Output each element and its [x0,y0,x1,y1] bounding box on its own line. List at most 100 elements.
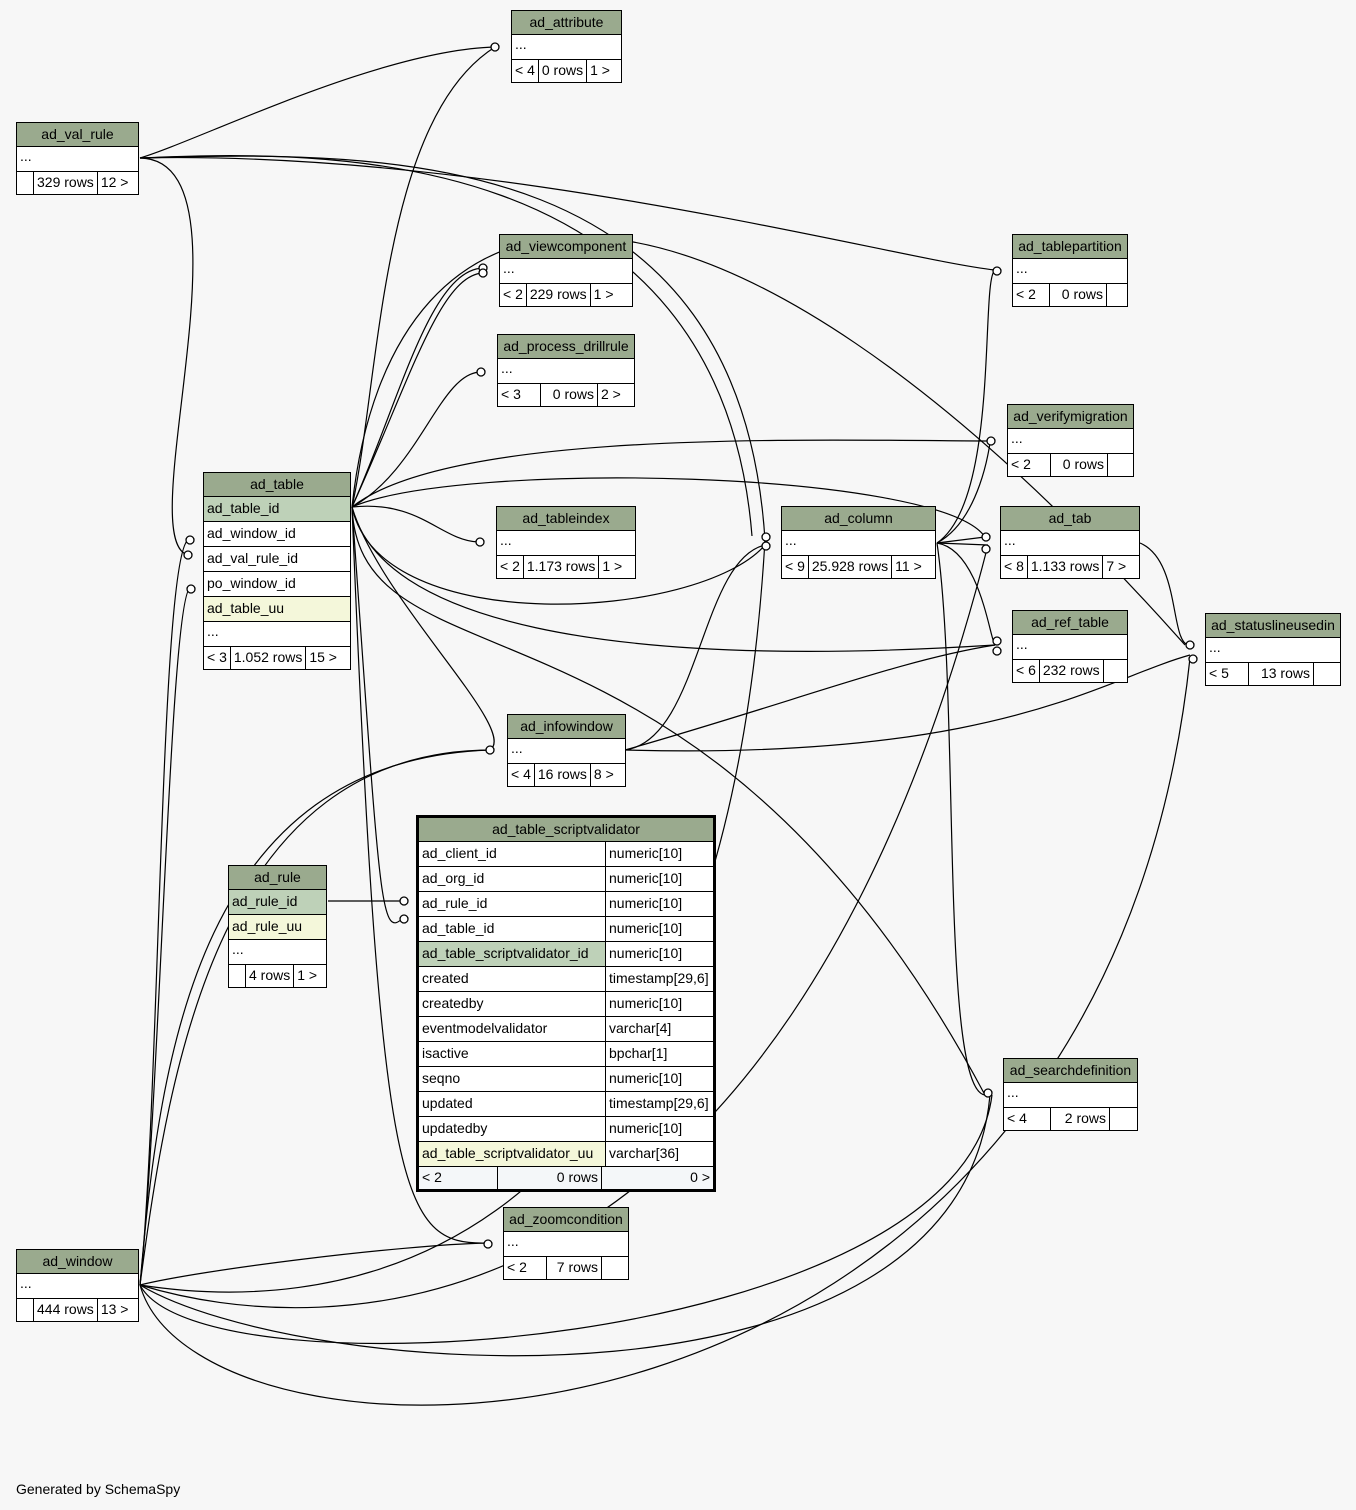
column-row: ... [17,147,138,172]
row-count: 0 rows [1051,454,1108,476]
children-count: 1 > [297,967,318,983]
credit-text: Generated by SchemaSpy [16,1481,181,1497]
children-count: 15 > [309,649,337,665]
parents-count: < 4 [508,764,535,786]
parents-count: < 5 [1206,663,1249,685]
table-ad-searchdefinition[interactable]: ad_searchdefinition ... < 4 2 rows [1003,1058,1138,1131]
children-count: 11 > [895,558,922,574]
column-ad-window-id: ad_window_id [204,522,350,547]
column-row: ... [498,359,634,384]
table-name: ad_tablepartition [1013,235,1127,259]
parents-count: < 9 [782,556,809,578]
table-ad-infowindow[interactable]: ad_infowindow ... < 4 16 rows 8 > [507,714,626,787]
children-count: 2 > [601,386,621,402]
column-ad-val-rule-id: ad_val_rule_id [204,547,350,572]
table-ad-rule[interactable]: ad_rule ad_rule_id ad_rule_uu ... 4 rows… [228,865,327,988]
table-footer: < 8 1.133 rows 7 > [1001,556,1139,578]
children-count: 1 > [593,286,614,302]
table-footer: < 2 0 rows [1008,454,1133,476]
table-footer: < 2 0 rows 0 > [419,1167,713,1189]
table-ad-statuslineusedin[interactable]: ad_statuslineusedin ... < 5 13 rows [1205,613,1341,686]
column-row: ... [17,1274,138,1299]
table-footer: 444 rows 13 > [17,1299,138,1321]
table-footer: < 3 0 rows 2 > [498,384,634,406]
table-ad-tableindex[interactable]: ad_tableindex ... < 2 1.173 rows 1 > [496,506,636,579]
children-count: 1 > [602,558,623,574]
children-count: 13 > [100,1301,129,1317]
parents-count [229,965,246,987]
table-ad-val-rule[interactable]: ad_val_rule ... 329 rows 12 > [16,122,139,195]
table-name: ad_process_drillrule [498,335,634,359]
row-count: 25.928 rows [809,556,893,578]
parents-count: < 8 [1001,556,1028,578]
table-name: ad_rule [229,866,326,890]
table-name: ad_table [204,473,350,497]
table-footer: < 2 229 rows 1 > [500,284,632,306]
column-row: ... [504,1232,628,1257]
row-count: 0 rows [539,60,588,82]
table-name: ad_val_rule [17,123,138,147]
table-footer: < 4 0 rows 1 > [512,60,621,82]
table-footer: < 9 25.928 rows 11 > [782,556,935,578]
parents-count: < 2 [1008,454,1051,476]
parents-count: < 6 [1013,660,1040,682]
table-ad-viewcomponent[interactable]: ad_viewcomponent ... < 2 229 rows 1 > [499,234,633,307]
parents-count: < 3 [204,647,231,669]
row-count: 1.133 rows [1028,556,1104,578]
children-count: 0 > [690,1169,710,1185]
row-count: 232 rows [1040,660,1104,682]
table-ad-column[interactable]: ad_column ... < 9 25.928 rows 11 > [781,506,936,579]
table-ad-verifymigration[interactable]: ad_verifymigration ... < 2 0 rows [1007,404,1134,477]
parents-count [17,1299,34,1321]
table-name: ad_window [17,1250,138,1274]
table-footer: < 3 1.052 rows 15 > [204,647,350,669]
row-count: 329 rows [34,172,98,194]
table-footer: 329 rows 12 > [17,172,138,194]
table-name: ad_attribute [512,11,621,35]
row-count: 13 rows [1249,663,1314,685]
table-footer: < 2 1.173 rows 1 > [497,556,635,578]
column-ad-rule-id: ad_rule_id [229,890,326,915]
parents-count: < 3 [498,384,541,406]
row-count: 2 rows [1051,1108,1110,1130]
row-count: 229 rows [527,284,591,306]
column-row: ... [782,531,935,556]
children-count: 8 > [593,766,614,782]
column-ad-table-uu: ad_table_uu [204,597,350,622]
table-footer: < 4 16 rows 8 > [508,764,625,786]
parents-count: < 2 [419,1167,498,1189]
table-footer: < 2 7 rows [504,1257,628,1279]
table-ad-process-drillrule[interactable]: ad_process_drillrule ... < 3 0 rows 2 > [497,334,635,407]
table-ad-zoomcondition[interactable]: ad_zoomcondition ... < 2 7 rows [503,1207,629,1280]
column-row: ... [1206,638,1340,663]
table-name: ad_viewcomponent [500,235,632,259]
table-name: ad_statuslineusedin [1206,614,1340,638]
table-name: ad_infowindow [508,715,625,739]
table-ad-tablepartition[interactable]: ad_tablepartition ... < 2 0 rows [1012,234,1128,307]
children-count: 12 > [100,174,129,190]
table-ad-window[interactable]: ad_window ... 444 rows 13 > [16,1249,139,1322]
column-ad-table-id: ad_table_id [204,497,350,522]
parents-count: < 4 [1004,1108,1051,1130]
table-ad-tab[interactable]: ad_tab ... < 8 1.133 rows 7 > [1000,506,1140,579]
table-footer: < 2 0 rows [1013,284,1127,306]
table-ad-attribute[interactable]: ad_attribute ... < 4 0 rows 1 > [511,10,622,83]
table-ad-ref-table[interactable]: ad_ref_table ... < 6 232 rows [1012,610,1128,683]
table-name: ad_tableindex [497,507,635,531]
column-row: ... [1013,635,1127,660]
table-footer: < 4 2 rows [1004,1108,1137,1130]
children-count: 7 > [1106,558,1127,574]
row-count: 0 rows [498,1167,602,1189]
table-ad-table[interactable]: ad_table ad_table_id ad_window_id ad_val… [203,472,351,670]
